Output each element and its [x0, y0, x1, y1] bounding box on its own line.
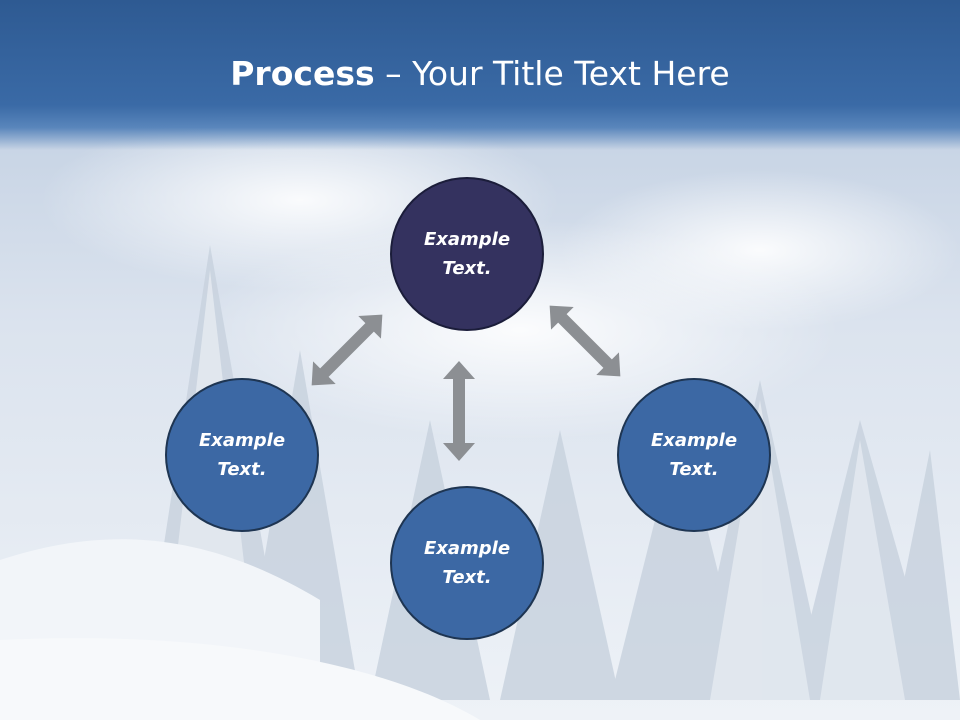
node-left[interactable]: Example Text. [165, 378, 319, 532]
double-arrow-icon [311, 314, 383, 386]
node-bottom-label: Example Text. [423, 538, 511, 588]
node-top-label: Example Text. [423, 229, 511, 279]
node-top[interactable]: Example Text. [390, 177, 544, 331]
slide-title: Process – Your Title Text Here [0, 52, 960, 96]
double-arrow-icon [443, 361, 475, 461]
double-arrow-icon [549, 305, 621, 377]
title-bar [0, 0, 960, 150]
title-bold: Process [230, 54, 375, 93]
node-right-label: Example Text. [650, 430, 738, 480]
node-right[interactable]: Example Text. [617, 378, 771, 532]
title-rest: – Your Title Text Here [374, 54, 730, 93]
node-left-label: Example Text. [198, 430, 286, 480]
node-bottom[interactable]: Example Text. [390, 486, 544, 640]
